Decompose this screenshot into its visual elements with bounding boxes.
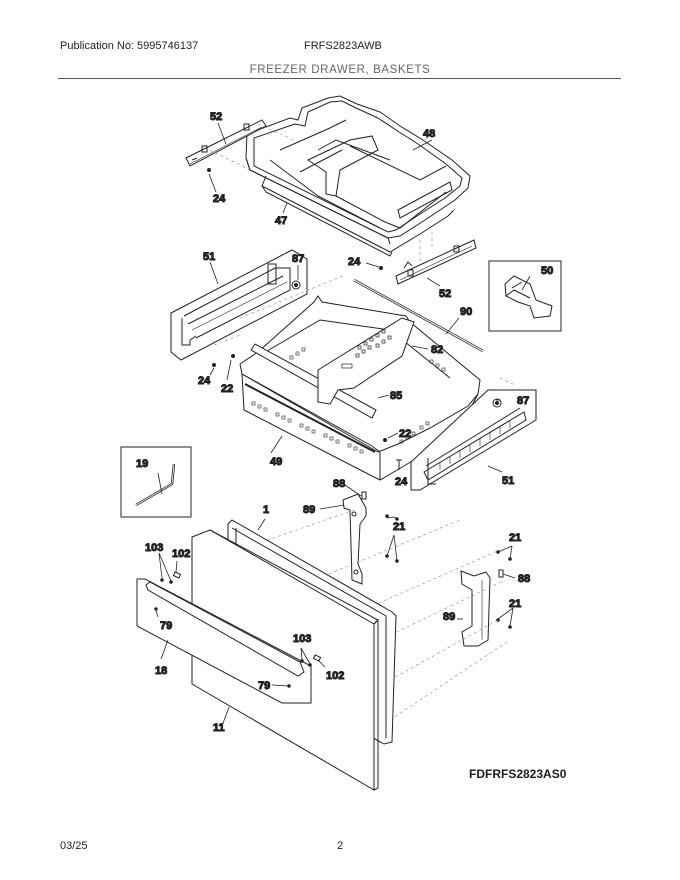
end-cap-102-b[interactable] <box>312 654 322 662</box>
part-label: 88 <box>333 478 345 490</box>
part-label: 21 <box>509 598 521 610</box>
part-label: 24 <box>348 256 361 268</box>
part-label: 82 <box>431 344 443 356</box>
part-label: 87 <box>292 253 304 265</box>
part-label: 21 <box>393 521 405 533</box>
footer-page-number: 2 <box>337 840 344 852</box>
part-label: 88 <box>518 573 530 585</box>
clip-50-inset[interactable] <box>488 260 562 332</box>
end-cap-102-a[interactable] <box>172 571 182 579</box>
section-title: FREEZER DRAWER, BASKETS <box>249 64 431 76</box>
slide-rail-51-right[interactable] <box>410 389 537 491</box>
basket-perforations <box>251 347 446 454</box>
footer-date: 03/25 <box>60 840 88 852</box>
diagram-code: FDFRFS2823AS0 <box>469 767 567 781</box>
screw-79-a[interactable] <box>154 607 158 611</box>
screw-24-d[interactable] <box>396 459 402 470</box>
part-label: 89 <box>443 611 455 623</box>
support-tray-47[interactable] <box>261 175 455 257</box>
part-label: 90 <box>460 306 472 318</box>
slide-rail-51-left[interactable] <box>170 249 308 361</box>
door-bracket-89-right[interactable] <box>460 570 491 647</box>
spacer-88-a[interactable] <box>361 491 367 500</box>
part-label: 22 <box>221 383 233 395</box>
part-label: 103 <box>145 542 163 554</box>
part-label: 102 <box>326 670 344 682</box>
part-label: 19 <box>136 458 148 470</box>
handle-18[interactable] <box>136 578 312 704</box>
part-label: 50 <box>541 265 553 277</box>
part-label: 48 <box>423 128 435 140</box>
part-label: 79 <box>160 620 172 632</box>
part-label: 79 <box>258 680 270 692</box>
alignment-guides-upper <box>209 123 433 262</box>
part-label: 102 <box>172 548 190 560</box>
screw-24-c[interactable] <box>212 363 216 367</box>
screw-24-b[interactable] <box>379 266 383 270</box>
roller-87-b[interactable] <box>492 398 502 408</box>
part-label: 89 <box>303 504 315 516</box>
publication-number: Publication No: 5995746137 <box>60 40 199 52</box>
title-rule <box>58 78 621 79</box>
leader-lines <box>155 122 531 727</box>
part-label: 51 <box>502 475 514 487</box>
roller-87-a[interactable] <box>291 280 301 290</box>
part-label: 52 <box>210 111 222 123</box>
part-label: 24 <box>213 193 226 205</box>
wrench-19-inset[interactable] <box>120 446 192 518</box>
door-bracket-89-left[interactable] <box>342 493 367 585</box>
divider-82[interactable] <box>317 317 415 405</box>
rail-bracket-52-right[interactable] <box>395 239 477 285</box>
model-number: FRFS2823AWB <box>304 40 382 52</box>
spacer-88-b[interactable] <box>498 569 504 578</box>
part-labels: 52 48 24 47 51 87 24 52 50 90 82 24 22 8… <box>136 111 554 735</box>
part-label: 24 <box>198 375 211 387</box>
part-label: 11 <box>213 722 225 734</box>
part-label: 52 <box>439 288 451 300</box>
part-label: 24 <box>395 476 408 488</box>
rod-90[interactable] <box>353 278 484 353</box>
screw-24-a[interactable] <box>207 168 211 172</box>
part-label: 47 <box>275 215 287 227</box>
part-label: 22 <box>399 428 411 440</box>
part-label: 51 <box>203 251 215 263</box>
screws-21-a[interactable] <box>385 514 399 563</box>
screw-22-b[interactable] <box>383 438 387 442</box>
upper-basket-48[interactable] <box>245 95 471 245</box>
part-label: 21 <box>509 532 521 544</box>
part-label: 103 <box>293 633 311 645</box>
screws-21-c[interactable] <box>496 618 512 629</box>
part-label: 49 <box>270 456 282 468</box>
part-label: 85 <box>390 390 402 402</box>
part-label: 1 <box>263 504 269 516</box>
part-label: 18 <box>155 665 167 677</box>
screw-22-a[interactable] <box>231 354 235 358</box>
part-label: 87 <box>517 395 529 407</box>
screws-21-b[interactable] <box>496 550 512 561</box>
